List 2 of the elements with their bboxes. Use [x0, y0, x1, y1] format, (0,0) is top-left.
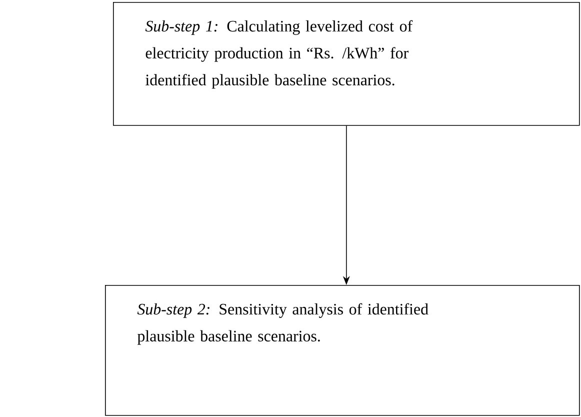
- process-box: Sub-step 1: Calculating levelized cost of electricity production in “Rs. /kWh” for identified plausible baseline scenarios.: [113, 2, 580, 126]
- process-box: Sub-step 2: Sensitivity analysis of identified plausible baseline scenarios.: [105, 285, 580, 416]
